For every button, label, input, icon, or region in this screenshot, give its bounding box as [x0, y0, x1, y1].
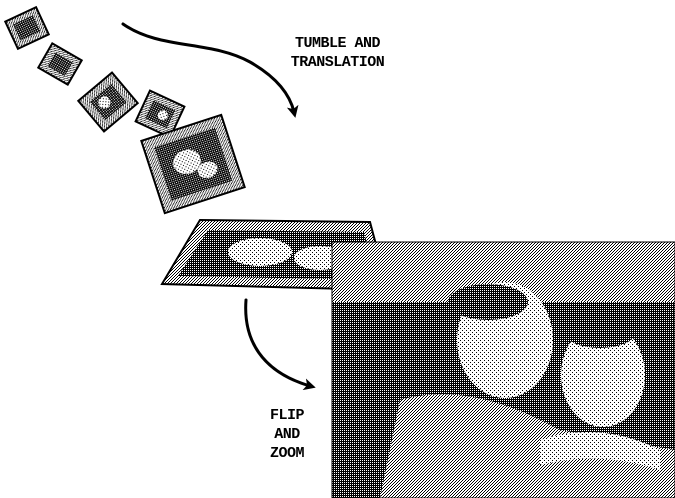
tumble-label-line-2: TRANSLATION	[280, 53, 395, 72]
final-photo	[332, 242, 675, 498]
tumbling-frame-2	[38, 43, 81, 84]
tumbling-frame-1	[5, 7, 48, 49]
tumble-translation-label: TUMBLE AND TRANSLATION	[280, 34, 395, 72]
tumble-label-line-1: TUMBLE AND	[280, 34, 395, 53]
flip-arrow	[246, 300, 310, 386]
flip-label-line-1: FLIP	[262, 406, 312, 425]
tumbling-frame-3	[78, 73, 137, 132]
flip-zoom-label: FLIP AND ZOOM	[262, 406, 312, 463]
flip-label-line-3: ZOOM	[262, 444, 312, 463]
flip-label-line-2: AND	[262, 425, 312, 444]
